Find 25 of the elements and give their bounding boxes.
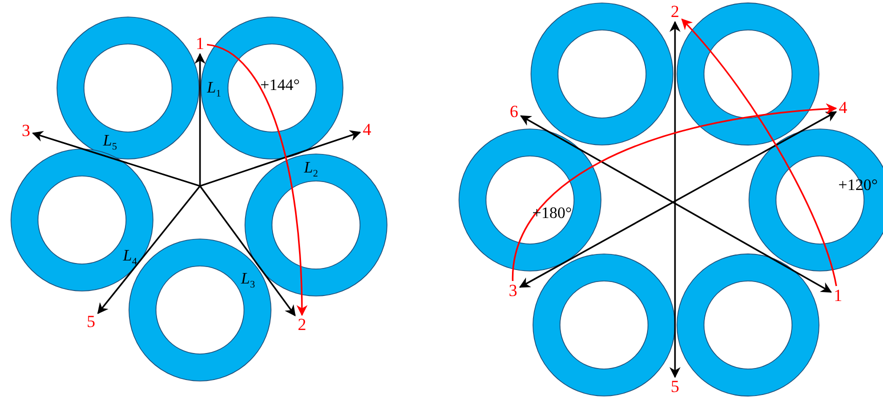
arrow <box>670 20 680 378</box>
direction-number: 2 <box>295 315 309 335</box>
direction-number: 6 <box>507 102 521 122</box>
direction-number: 1 <box>831 286 845 306</box>
edge-label: +144° <box>260 78 300 94</box>
edge-label: L$_{4}$ <box>123 248 137 268</box>
arrow <box>97 186 201 314</box>
arrow <box>200 130 362 187</box>
edge-label: L$_{3}$ <box>241 271 255 291</box>
direction-number: 5 <box>84 312 98 332</box>
direction-number: 5 <box>668 377 682 397</box>
direction-number: 1 <box>193 34 207 54</box>
direction-number: 4 <box>836 98 850 118</box>
direction-number: 3 <box>19 121 33 141</box>
arrow <box>194 52 206 186</box>
direction-number: 4 <box>360 120 374 140</box>
rotation-arrow <box>681 18 838 286</box>
edge-label: L$_{1}$ <box>207 80 221 100</box>
direction-number: 2 <box>668 2 682 22</box>
arrow <box>199 186 296 316</box>
edge-label: L$_{5}$ <box>103 133 117 153</box>
edge-label: L$_{2}$ <box>304 160 318 180</box>
arrow <box>32 130 200 187</box>
rotation-arrow <box>206 44 308 316</box>
direction-number: 3 <box>506 281 520 301</box>
